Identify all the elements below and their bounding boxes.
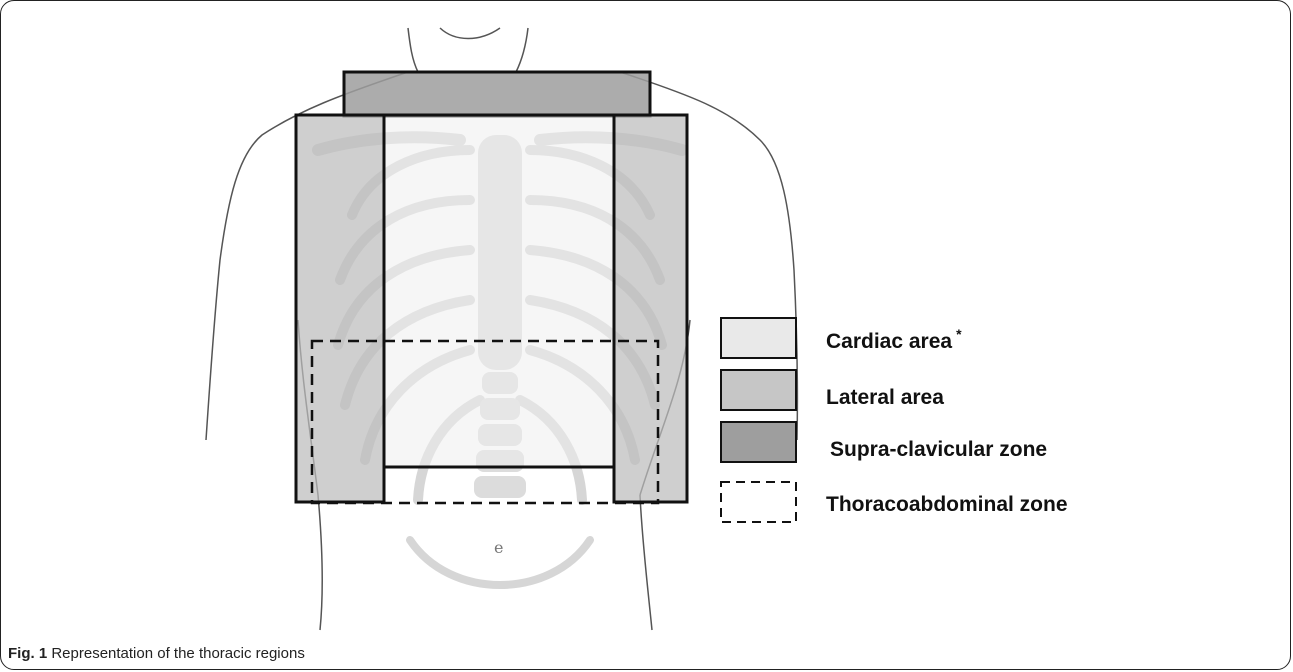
lateral-area-left (296, 115, 384, 502)
figure-caption-text: Representation of the thoracic regions (51, 645, 304, 662)
legend-label-lateral: Lateral area (826, 386, 944, 410)
legend (721, 318, 796, 522)
legend-label-supraclavicular: Supra-clavicular zone (830, 438, 1047, 462)
legend-swatch-cardiac (721, 318, 796, 358)
legend-swatch-thoracoabdominal (721, 482, 796, 522)
thoracic-regions-diagram: e (0, 0, 1293, 640)
cardiac-area (384, 115, 614, 467)
supraclavicular-zone (344, 72, 650, 116)
legend-swatch-lateral (721, 370, 796, 410)
legend-label-cardiac: Cardiac area* (826, 326, 962, 354)
figure-caption: Fig. 1 Representation of the thoracic re… (8, 645, 305, 662)
lateral-area-right (614, 115, 687, 502)
legend-label-thoracoabdominal: Thoracoabdominal zone (826, 493, 1068, 517)
navel-mark: e (494, 538, 503, 557)
legend-swatch-supraclavicular (721, 422, 796, 462)
figure-caption-label: Fig. 1 (8, 645, 47, 662)
